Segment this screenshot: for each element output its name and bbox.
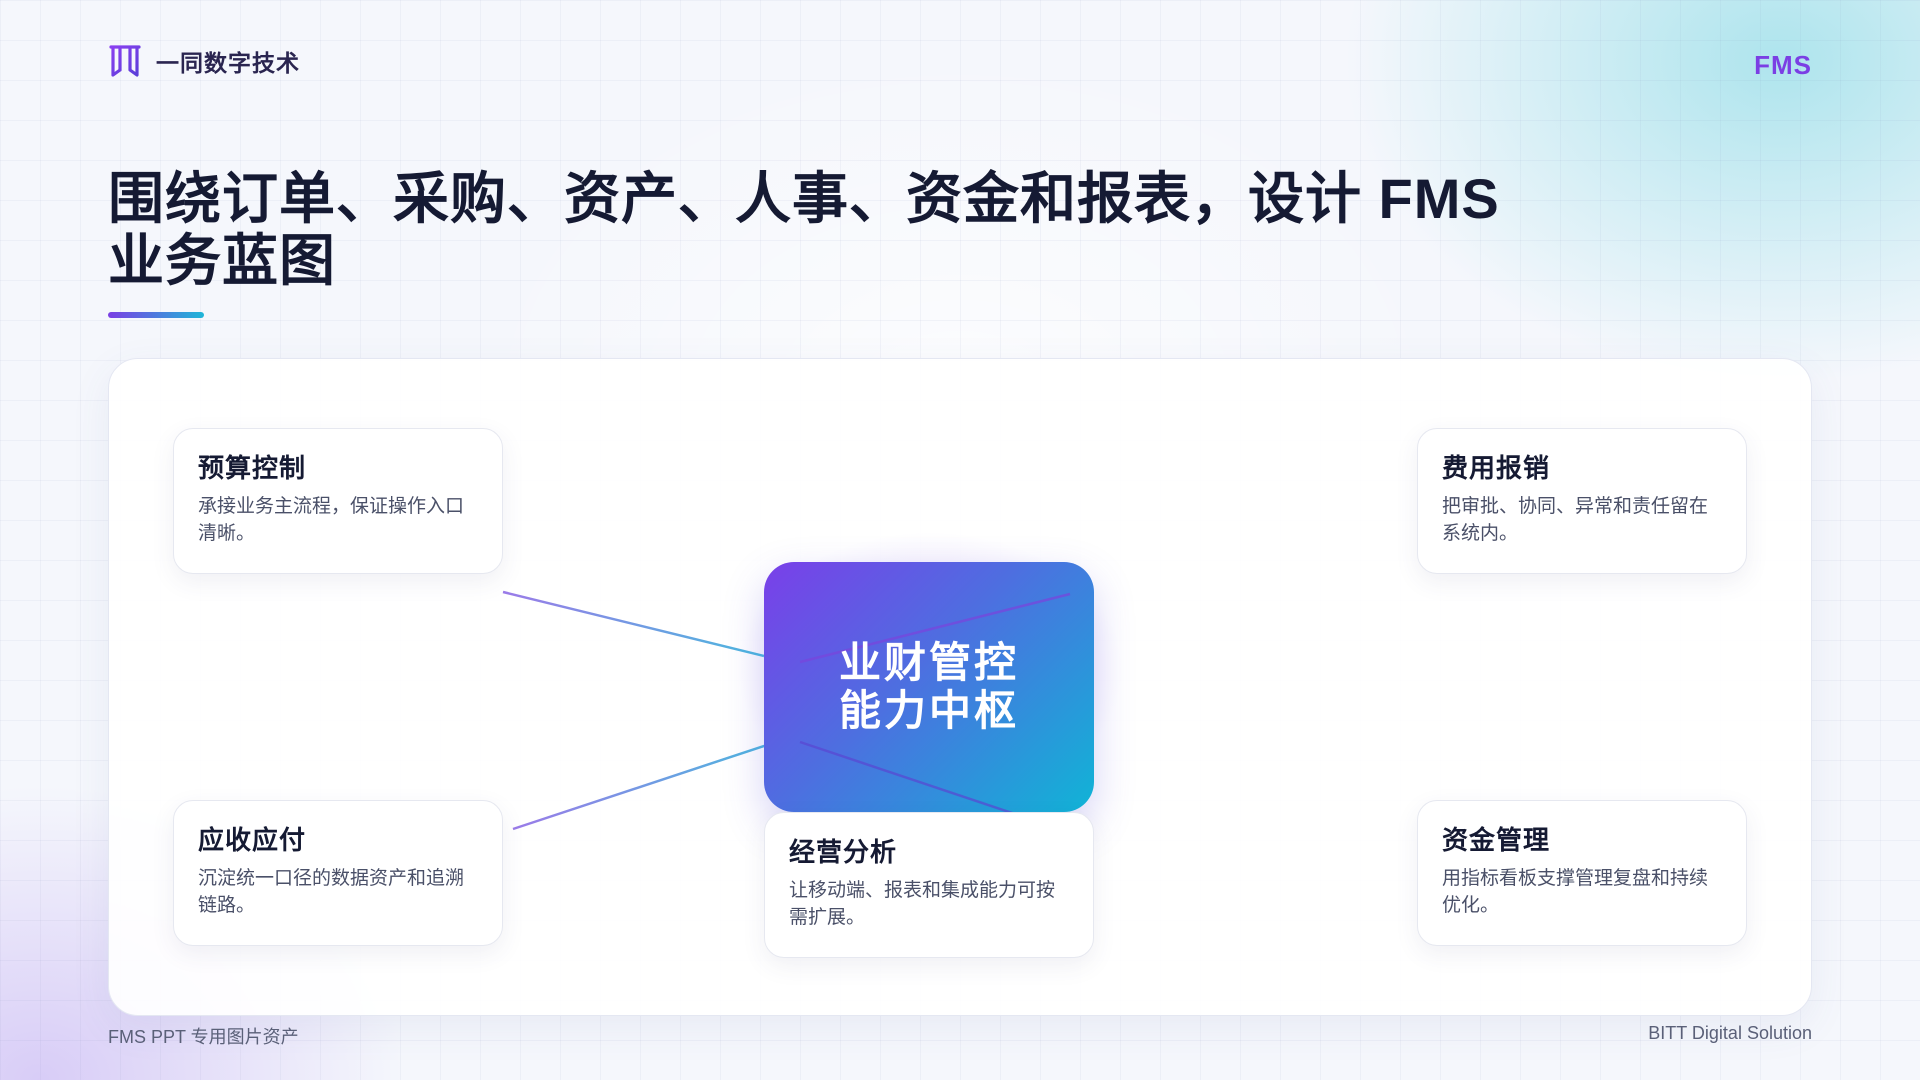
- node-title: 预算控制: [198, 453, 307, 483]
- hub-label: 业财管控能力中枢: [839, 639, 1020, 734]
- brand-name: 一同数字技术: [156, 50, 300, 76]
- node-title: 费用报销: [1442, 453, 1551, 483]
- title-underline: [108, 312, 204, 318]
- section-tag: FMS: [1754, 50, 1812, 80]
- node-description: 让移动端、报表和集成能力可按需扩展。: [789, 880, 1056, 928]
- node-card-business-analysis: 经营分析 让移动端、报表和集成能力可按需扩展。: [764, 812, 1094, 958]
- node-title: 经营分析: [789, 837, 898, 867]
- hub-inner-lines: [799, 592, 1071, 812]
- footer-company: BITT Digital Solution: [1648, 1023, 1812, 1043]
- hub-node: 业财管控能力中枢: [764, 562, 1094, 812]
- node-description: 沉淀统一口径的数据资产和追溯链路。: [198, 868, 465, 916]
- node-card-budget-control: 预算控制 承接业务主流程，保证操作入口清晰。: [173, 428, 503, 574]
- node-description: 把审批、协同、异常和责任留在系统内。: [1442, 496, 1709, 544]
- node-title: 资金管理: [1442, 825, 1551, 855]
- node-description: 承接业务主流程，保证操作入口清晰。: [198, 496, 465, 544]
- node-title: 应收应付: [198, 825, 307, 855]
- page-title: 围绕订单、采购、资产、人事、资金和报表，设计 FMS 业务蓝图: [108, 167, 1500, 292]
- node-description: 用指标看板支撑管理复盘和持续优化。: [1442, 868, 1709, 916]
- footer-caption: FMS PPT 专用图片资产: [108, 1027, 299, 1047]
- node-card-expense-reimbursement: 费用报销 把审批、协同、异常和责任留在系统内。: [1417, 428, 1747, 574]
- node-card-receivable-payable: 应收应付 沉淀统一口径的数据资产和追溯链路。: [173, 800, 503, 946]
- brand-m-logo-icon: [109, 45, 141, 77]
- brand: 一同数字技术: [108, 44, 300, 78]
- node-card-fund-management: 资金管理 用指标看板支撑管理复盘和持续优化。: [1417, 800, 1747, 946]
